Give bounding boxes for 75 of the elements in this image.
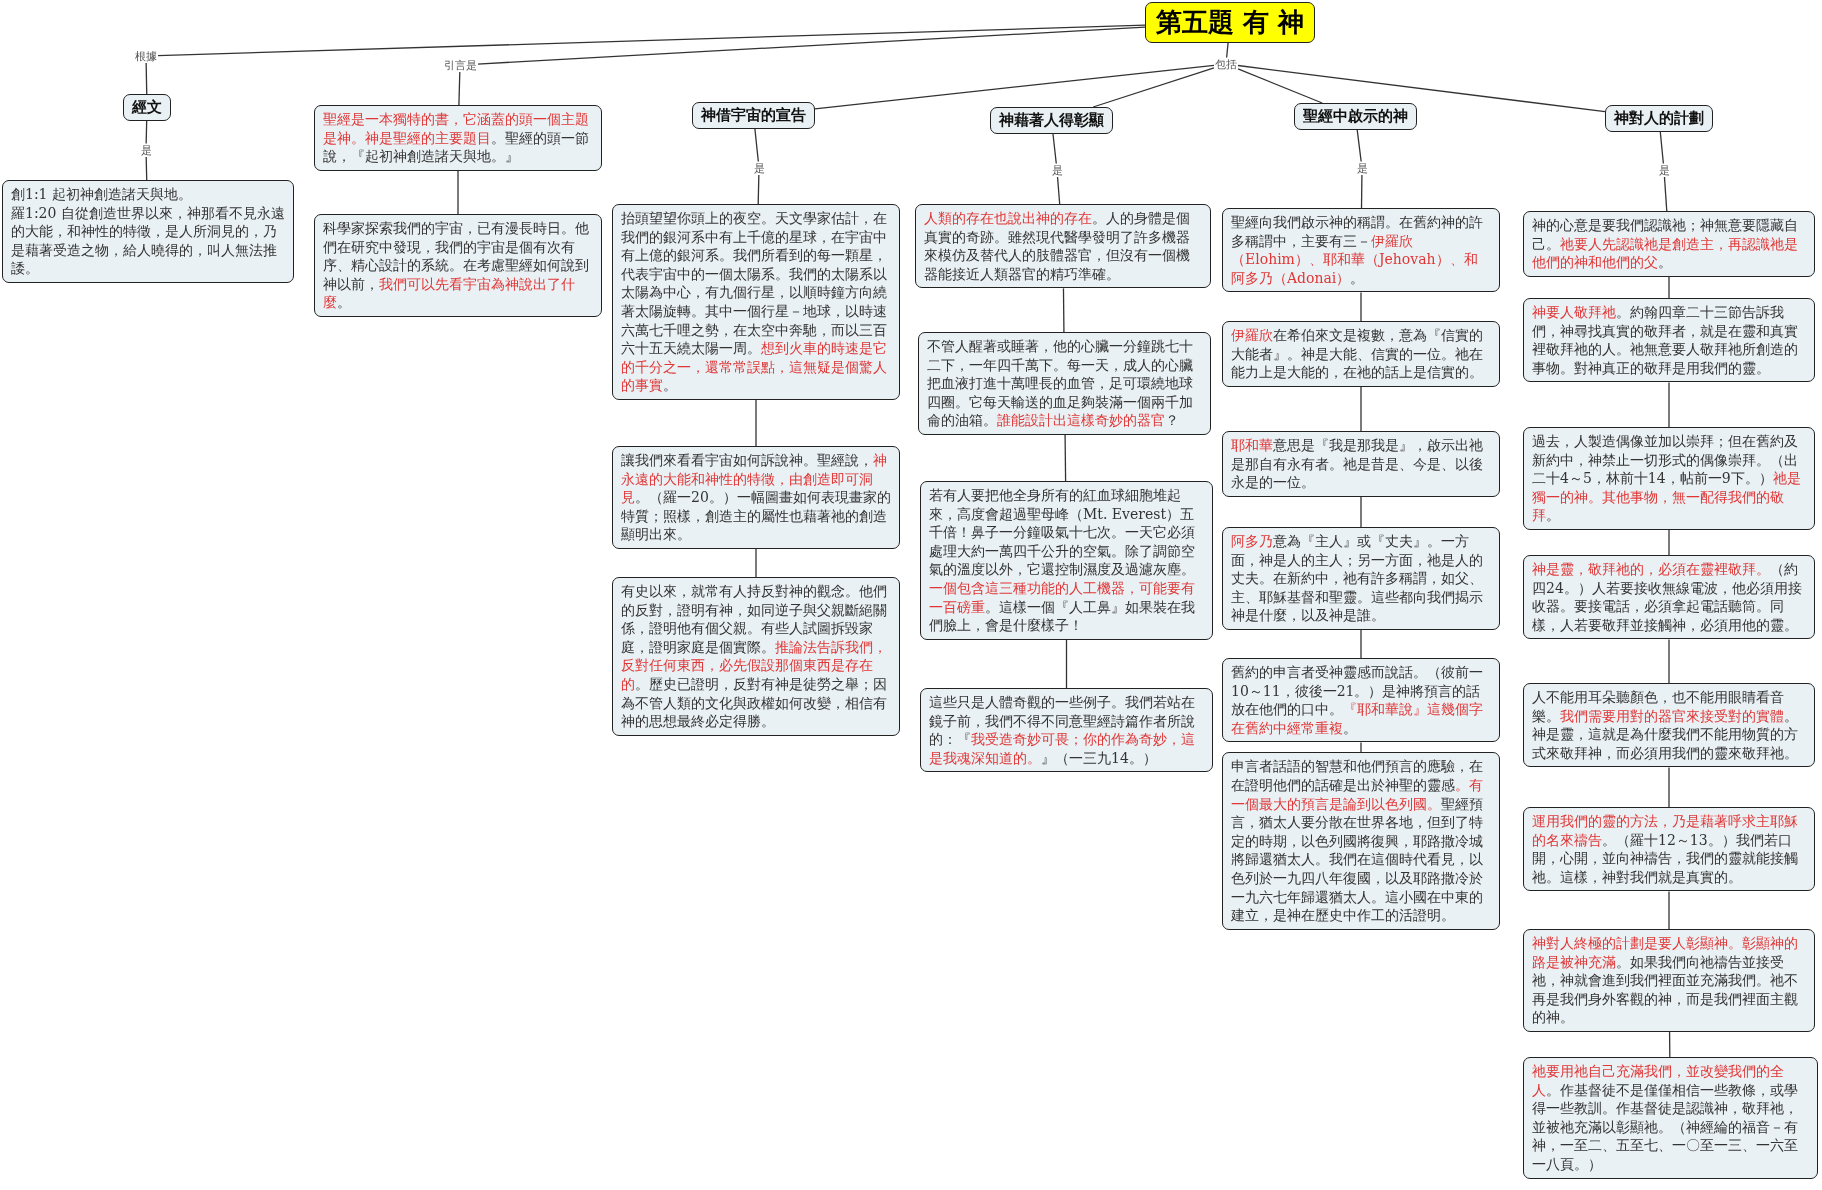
connector-line — [1062, 287, 1065, 333]
text-box: 阿多乃意為『主人』或『丈夫』。一方面，神是人的主人；另一方面，祂是人的丈夫。在新約中，祂有許多稱謂，如父、主、耶穌基督和聖靈。這些都向我們揭示神是什麼，以及神是誰。 — [1222, 527, 1500, 630]
text-box: 聖經是一本獨特的書，它涵蓋的頭一個主題是神。神是聖經的主要題目。聖經的頭一節說，『起初神創造諸天與地。』 — [314, 105, 602, 171]
linking-phrase: 是 — [1657, 163, 1671, 177]
text-box: 不管人醒著或睡著，他的心臟一分鐘跳七十二下，一年四千萬下。每一天，成人的心臟把血液打進十萬哩長的血管，足可環繞地球四圈。它每天輸送的血足夠裝滿一個兩千加侖的油箱。誰能設計出這樣奇妙的器官？ — [918, 332, 1211, 435]
connector-line — [1360, 629, 1362, 659]
topic-box: 神對人的計劃 — [1605, 105, 1713, 132]
text-box: 祂要用祂自己充滿我們，並改變我們的全人。作基督徒不是僅僅相信一些教條，或學得一些教訓。作基督徒是認識神，敬拜祂，並被祂充滿以彰顯祂。（神經綸的福音－有神，一至二、五至七、一〇至一三、一六至一八頁。） — [1523, 1057, 1818, 1179]
connector-line — [755, 548, 757, 578]
linking-phrase: 是 — [1050, 163, 1064, 177]
text-box: 神是靈，敬拜祂的，必須在靈裡敬拜。（約四24。）人若要接收無線電波，他必須用接收器。要接電話，必須拿起電話聽筒。同樣，人若要敬拜並接觸神，必須用他的靈。 — [1523, 555, 1815, 640]
text-box: 抬頭望望你頭上的夜空。天文學家估計，在我們的銀河系中有上千億的星球，在宇宙中有上億的銀河系。我們所看到的每一顆星，代表宇宙中的一個太陽系。我們的太陽系以太陽為中心，有九個行星，以順時鐘方向繞著太陽旋轉。其中一個行星－地球，以時速六萬七千哩之勢，在太空中奔馳，而以三百六十五天繞太陽一周。想到火車的時速是它的千分之一，還常常誤點，這無疑是個驚人的事實。 — [612, 204, 900, 400]
connector-line — [1668, 890, 1670, 930]
text-box: 神對人終極的計劃是要人彰顯神。彰顯神的路是被神充滿。如果我們向祂禱告並接受祂，神就會進到我們裡面並充滿我們。祂不再是我們身外客觀的神，而是我們裡面主觀的神。 — [1523, 929, 1815, 1032]
text-box: 人類的存在也說出神的存在。人的身體是個真實的奇跡。雖然現代醫學發明了許多機器來模仿及替代人的肢體器官，但沒有一個機器能接近人類器官的精巧準確。 — [915, 204, 1211, 289]
linking-phrase: 包括 — [1214, 57, 1238, 71]
connector-line — [1659, 131, 1664, 165]
text-box: 人不能用耳朵聽顏色，也不能用眼睛看音樂。我們需要用對的器官來接受對的實體。神是靈，這就是為什麼我們不能用物質的方式來敬拜神，而必須用我們的靈來敬拜祂。 — [1523, 683, 1815, 768]
connector-line — [1064, 434, 1067, 482]
linking-phrase: 根據 — [134, 49, 158, 63]
connector-line — [755, 399, 757, 447]
text-box: 讓我們來看看宇宙如何訴說神。聖經說，神永遠的大能和神性的特徵，由創造即可洞見。（羅一20。）一幅圖畫如何表現畫家的特質；照樣，創造主的屬性也藉著祂的創造顯明出來。 — [612, 446, 900, 549]
connector-line — [1668, 276, 1670, 299]
connector-line — [145, 120, 148, 145]
connector-line — [145, 155, 148, 181]
text-box: 這些只是人體奇觀的一些例子。我們若站在鏡子前，我們不得不同意聖經詩篇作者所說的：『我受造奇妙可畏；你的作為奇妙，這是我魂深知道的。』（一三九14。） — [920, 688, 1213, 773]
connector-line — [1360, 496, 1362, 528]
connector-line — [1668, 529, 1670, 556]
text-box: 申言者話語的智慧和他們預言的應驗，在在證明他們的話確是出於神聖的靈感。有一個最大的預言是論到以色列國。聖經預言，猶太人要分散在世界各地，但到了特定的時期，以色列國將復興，耶路撒冷城將歸還猶太人。我們在這個時代看見，以色列於一九四八年復國，以及耶路撒冷於一九六七年歸還猶太人。這小國在中東的建立，是神在歷史中作工的活證明。 — [1222, 752, 1500, 930]
connector-line — [457, 170, 459, 215]
connector-line — [1668, 1031, 1671, 1058]
text-box: 耶和華意思是『我是那我是』，啟示出祂是那自有永有者。祂是昔是、今是、以後永是的一位。 — [1222, 431, 1500, 497]
connector-line — [1663, 175, 1668, 212]
topic-box: 神借宇宙的宣告 — [692, 102, 815, 129]
connector-line — [1226, 42, 1229, 59]
connector-line — [1237, 68, 1323, 104]
text-box: 舊約的申言者受神靈感而說話。（彼前一10～11，彼後一21。）是神將預言的話放在他們的口中。『耶和華說』這幾個字在舊約中經常重複。 — [1222, 658, 1500, 743]
connector-line — [1668, 638, 1670, 684]
text-box: 伊羅欣在希伯來文是複數，意為『信實的大能者』。神是大能、信實的一位。祂在能力上是大能的，在祂的話上是信實的。 — [1222, 321, 1500, 387]
topic-box: 聖經中啟示的神 — [1294, 103, 1417, 130]
connector-line — [1360, 741, 1362, 754]
connector-line — [1360, 173, 1363, 209]
connector-line — [1056, 175, 1061, 205]
connector-line — [458, 70, 461, 106]
connector-line — [476, 26, 1146, 65]
topic-box: 神藉著人得彰顯 — [990, 107, 1113, 134]
text-box: 過去，人製造偶像並加以崇拜；但在舊約及新約中，神禁止一切形式的偶像崇拜。（出二十4～5，林前十14，帖前一9下。）祂是獨一的神。其他事物，無一配得我們的敬拜。 — [1523, 427, 1815, 530]
text-box: 神的心意是要我們認識祂；神無意要隱藏自己。祂要人先認識祂是創造主，再認識祂是他們的神和他們的父。 — [1523, 211, 1815, 277]
topic-box: 第五題 有 神 — [1145, 2, 1316, 43]
connector-line — [1092, 67, 1215, 108]
connector-line — [145, 61, 148, 95]
connector-line — [1360, 291, 1362, 322]
connector-line — [157, 24, 1146, 57]
connector-line — [1052, 133, 1057, 165]
linking-phrase: 是 — [139, 143, 153, 157]
linking-phrase: 是 — [1355, 161, 1369, 175]
text-box: 科學家探索我們的宇宙，已有漫長時日。他們在研究中發現，我們的宇宙是個有次有序、精心設計的系統。在考慮聖經如何說到神以前，我們可以先看宇宙為神說出了什麼。 — [314, 214, 602, 317]
connector-line — [1360, 386, 1362, 432]
connector-line — [757, 173, 760, 205]
connector-line — [1356, 129, 1362, 163]
topic-box: 經文 — [123, 94, 171, 121]
text-box: 創1:1 起初神創造諸天與地。 羅1:20 自從創造世界以來，神那看不見永遠的大能，和神性的特徵，是人所洞見的，乃是藉著受造之物，給人曉得的，叫人無法推諉。 — [2, 180, 294, 283]
text-box: 神要人敬拜祂。約翰四章二十三節告訴我們，神尋找真實的敬拜者，就是在靈和真實裡敬拜祂的人。祂無意要人敬拜祂所創造的事物。對神真正的敬拜是用我們的靈。 — [1523, 298, 1815, 383]
connector-line — [1668, 381, 1670, 428]
connector-line — [1065, 639, 1068, 689]
connector-line — [1237, 64, 1606, 113]
text-box: 有史以來，就常有人持反對神的觀念。他們的反對，證明有神，如同逆子與父親斷絕關係，證明他有個父親。有些人試圖拆毀家庭，證明家庭是個實際。推論法告訴我們，反對任何東西，必先假設那個東西是存在的。歷史已證明，反對有神是徒勞之舉；因為不管人類的文化與政權如何改變，相信有神的思想最終必定得勝。 — [612, 577, 900, 736]
linking-phrase: 引言是 — [442, 58, 478, 72]
linking-phrase: 是 — [752, 161, 766, 175]
connector-line — [814, 64, 1215, 110]
connector-line — [1668, 766, 1670, 808]
connector-line — [754, 128, 759, 163]
text-box: 運用我們的靈的方法，乃是藉著呼求主耶穌的名來禱告。（羅十12～13。）我們若口開，心開，並向神禱告，我們的靈就能接觸祂。這樣，神對我們就是真實的。 — [1523, 807, 1815, 892]
text-box: 若有人要把他全身所有的紅血球細胞堆起來，高度會超過聖母峰（Mt. Everest）五千倍！鼻子一分鐘吸氣十七次。一天它必須處理大約一萬四千公升的空氣。除了調節空氣的溫度以外，它還控制濕度及過濾灰塵。一個包含這三種功能的人工機器，可能要有一百磅重。這樣一個『人工鼻』如果裝在我們臉上，會是什麼樣子！ — [920, 481, 1213, 640]
text-box: 聖經向我們啟示神的稱謂。在舊約神的許多稱謂中，主要有三－伊羅欣（Elohim）、耶和華（Jehovah）、和阿多乃（Adonai）。 — [1222, 208, 1500, 293]
